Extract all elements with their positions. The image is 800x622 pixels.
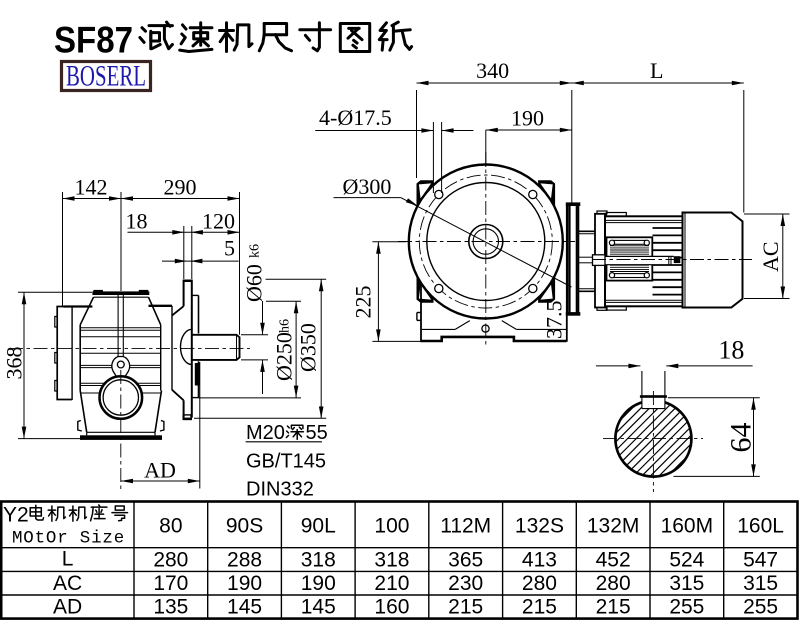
svg-text:Y2: Y2	[3, 504, 29, 527]
svg-text:37.5: 37.5	[542, 301, 567, 340]
svg-text:365: 365	[448, 549, 483, 572]
svg-text:225: 225	[351, 286, 376, 319]
svg-text:142: 142	[75, 175, 108, 200]
svg-text:290: 290	[164, 175, 197, 200]
svg-text:Ø60: Ø60	[242, 264, 267, 302]
svg-text:215: 215	[448, 596, 483, 619]
svg-text:318: 318	[301, 549, 336, 572]
svg-text:340: 340	[476, 58, 509, 83]
svg-text:M20: M20	[246, 422, 285, 444]
svg-text:18: 18	[126, 208, 148, 233]
svg-text:524: 524	[669, 549, 704, 572]
svg-text:315: 315	[743, 572, 778, 595]
svg-text:288: 288	[227, 549, 262, 572]
svg-text:100: 100	[374, 515, 409, 538]
svg-text:k6: k6	[248, 244, 263, 258]
svg-text:190: 190	[511, 106, 544, 131]
svg-text:280: 280	[153, 549, 188, 572]
svg-text:BOSERL: BOSERL	[66, 60, 146, 93]
svg-text:255: 255	[743, 596, 778, 619]
svg-text:90S: 90S	[226, 515, 263, 538]
svg-text:L: L	[650, 58, 663, 83]
svg-text:160: 160	[374, 596, 409, 619]
svg-text:AC: AC	[758, 241, 783, 272]
svg-text:368: 368	[2, 347, 27, 380]
svg-text:215: 215	[596, 596, 631, 619]
svg-text:h6: h6	[278, 319, 293, 333]
svg-text:190: 190	[227, 572, 262, 595]
svg-text:132S: 132S	[515, 515, 564, 538]
svg-text:AD: AD	[53, 596, 82, 619]
svg-text:280: 280	[522, 572, 557, 595]
svg-text:18: 18	[718, 336, 744, 365]
svg-text:160M: 160M	[661, 515, 714, 538]
svg-text:230: 230	[448, 572, 483, 595]
svg-text:112M: 112M	[440, 515, 491, 538]
svg-text:4-Ø17.5: 4-Ø17.5	[319, 105, 392, 130]
svg-text:135: 135	[153, 596, 188, 619]
svg-text:DIN332: DIN332	[246, 479, 314, 501]
svg-text:55: 55	[306, 422, 328, 444]
svg-text:5: 5	[224, 236, 235, 261]
svg-text:AC: AC	[53, 572, 82, 595]
svg-text:AD: AD	[144, 458, 176, 483]
svg-text:Ø250: Ø250	[272, 332, 297, 381]
svg-text:Ø350: Ø350	[296, 323, 321, 372]
svg-text:L: L	[62, 548, 74, 571]
svg-text:315: 315	[669, 572, 704, 595]
svg-text:255: 255	[669, 596, 704, 619]
svg-text:145: 145	[301, 596, 336, 619]
svg-text:280: 280	[596, 572, 631, 595]
svg-text:210: 210	[374, 572, 409, 595]
svg-text:318: 318	[374, 549, 409, 572]
svg-text:170: 170	[153, 572, 188, 595]
svg-text:SF87: SF87	[54, 20, 133, 61]
svg-text:413: 413	[522, 549, 557, 572]
svg-text:GB/T145: GB/T145	[246, 451, 326, 473]
svg-text:547: 547	[743, 549, 778, 572]
svg-text:Ø300: Ø300	[343, 174, 392, 199]
svg-text:452: 452	[596, 549, 631, 572]
svg-text:64: 64	[725, 423, 758, 453]
svg-text:215: 215	[522, 596, 557, 619]
svg-text:190: 190	[301, 572, 336, 595]
svg-text:120: 120	[202, 208, 235, 233]
svg-text:90L: 90L	[301, 515, 336, 538]
svg-text:145: 145	[227, 596, 262, 619]
svg-text:160L: 160L	[737, 515, 784, 538]
svg-text:80: 80	[159, 515, 182, 538]
svg-text:MOtOr Size: MOtOr Size	[12, 529, 125, 549]
svg-text:132M: 132M	[587, 515, 640, 538]
